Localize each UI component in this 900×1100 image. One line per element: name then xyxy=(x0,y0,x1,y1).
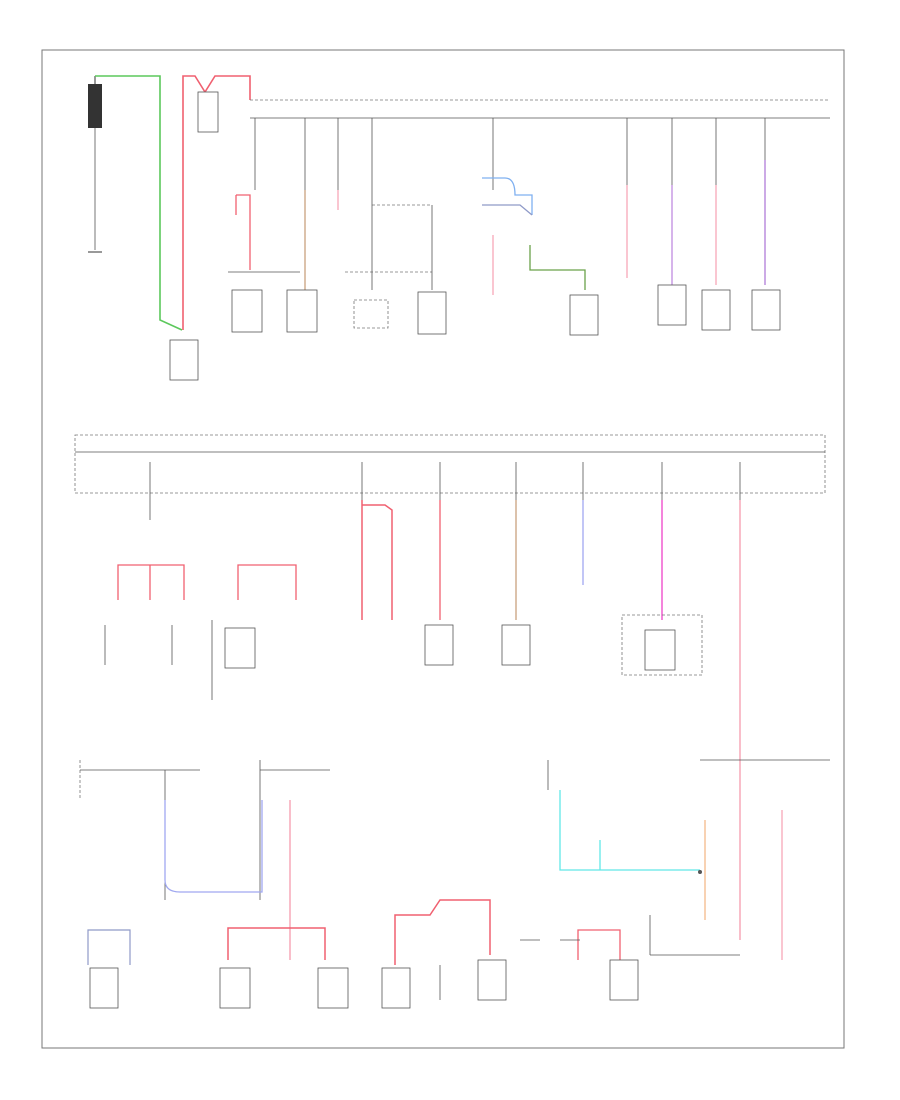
relay-group-center xyxy=(345,190,447,335)
component-group-bottom-center xyxy=(381,959,639,1009)
middle-fuse-drops xyxy=(149,462,741,520)
component-group-middle xyxy=(424,614,703,676)
wire-red-mid-left xyxy=(117,564,185,600)
wire-lavender-low-2 xyxy=(87,929,131,965)
wire-red-bottom-center xyxy=(394,899,491,965)
battery-feed-wire-green xyxy=(95,75,183,331)
middle-bus-box xyxy=(74,434,826,494)
wire-pink-red-low xyxy=(227,927,326,960)
lower-left-section xyxy=(79,760,330,900)
wire-light-blue xyxy=(482,177,533,215)
wire-olive xyxy=(529,245,586,290)
relay-group-middle-left xyxy=(104,620,256,700)
diagram-frame xyxy=(41,49,845,1049)
relay-group-top-left xyxy=(228,271,318,333)
wire-red-mid-center xyxy=(361,500,393,620)
component-group-top-right xyxy=(169,284,781,381)
relay-center-right xyxy=(569,294,599,336)
wire-cyan xyxy=(559,790,700,871)
wire-red-mid-left-2 xyxy=(237,564,297,600)
wire-lavender-low xyxy=(164,800,263,893)
wire-red-bottom-right xyxy=(577,929,621,960)
headlamp-switch-group xyxy=(547,759,830,956)
wire-fuse-to-relay xyxy=(235,194,251,270)
wire-blue-gray xyxy=(482,204,533,216)
battery-icon xyxy=(88,76,102,253)
top-fuse-drops xyxy=(254,118,766,190)
mega-fuse xyxy=(197,91,219,133)
component-group-bottom-left xyxy=(89,967,349,1009)
